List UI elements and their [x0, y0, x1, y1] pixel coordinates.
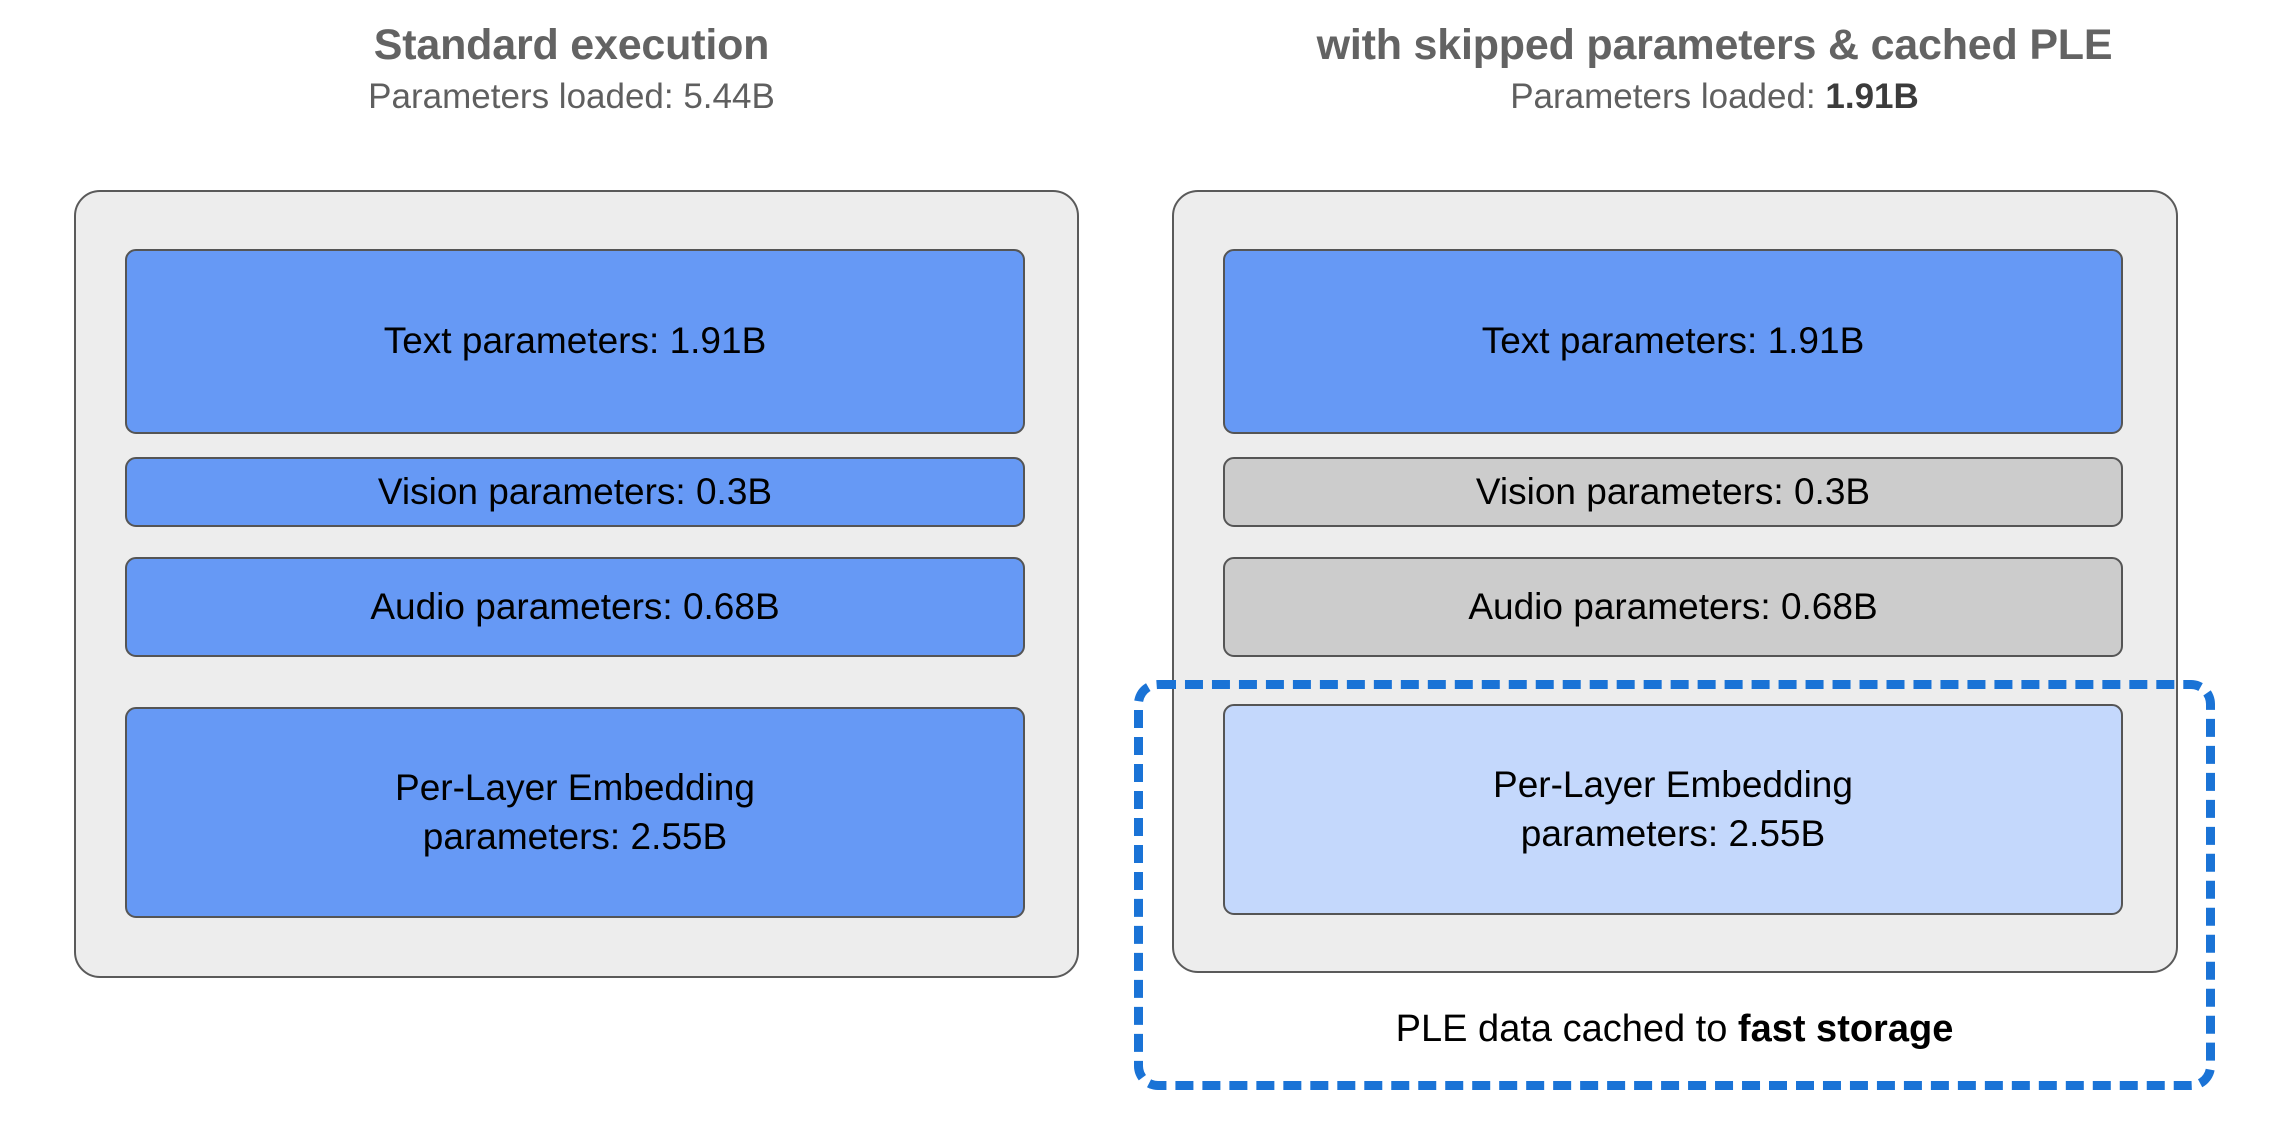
skipped-cached-panel: with skipped parameters & cached PLE Par…	[1134, 0, 2286, 1134]
right-per-layer-embedding-label: Per-Layer Embedding parameters: 2.55B	[1493, 763, 1853, 854]
left-memory-container: Text parameters: 1.91B Vision parameters…	[74, 190, 1079, 978]
right-parameters-loaded-label: Parameters loaded:	[1510, 77, 1826, 116]
left-text-parameters-box[interactable]: Text parameters: 1.91B	[125, 249, 1025, 434]
left-vision-parameters-label: Vision parameters: 0.3B	[377, 470, 773, 512]
left-panel-subtitle: Parameters loaded: 5.44B	[0, 77, 1143, 117]
right-panel-subtitle: Parameters loaded: 1.91B	[1143, 77, 2286, 117]
left-vision-parameters-box[interactable]: Vision parameters: 0.3B	[125, 457, 1025, 527]
standard-execution-panel: Standard execution Parameters loaded: 5.…	[0, 21, 1143, 978]
left-panel-title: Standard execution	[373, 21, 770, 69]
right-memory-container: Text parameters: 1.91B Vision parameters…	[1172, 190, 2178, 973]
cache-caption: PLE data cached to fast storage	[1134, 1008, 2215, 1051]
left-per-layer-embedding-box[interactable]: Per-Layer Embedding parameters: 2.55B	[125, 707, 1025, 918]
left-parameters-loaded-value: 5.44B	[683, 77, 775, 116]
left-audio-parameters-box[interactable]: Audio parameters: 0.68B	[125, 557, 1025, 657]
right-parameters-loaded-value: 1.91B	[1825, 77, 1919, 116]
right-audio-parameters-box[interactable]: Audio parameters: 0.68B	[1223, 557, 2123, 657]
cache-caption-prefix: PLE data cached to	[1395, 1008, 1738, 1050]
right-panel-title: with skipped parameters & cached PLE	[1316, 21, 2113, 69]
right-vision-parameters-box[interactable]: Vision parameters: 0.3B	[1223, 457, 2123, 527]
cache-caption-strong: fast storage	[1737, 1008, 1954, 1050]
left-parameters-loaded-label: Parameters loaded:	[368, 77, 684, 116]
right-per-layer-embedding-box[interactable]: Per-Layer Embedding parameters: 2.55B	[1223, 704, 2123, 915]
left-per-layer-embedding-label: Per-Layer Embedding parameters: 2.55B	[395, 766, 755, 857]
right-text-parameters-box[interactable]: Text parameters: 1.91B	[1223, 249, 2123, 434]
left-text-parameters-label: Text parameters: 1.91B	[383, 320, 767, 362]
right-audio-parameters-label: Audio parameters: 0.68B	[1468, 585, 1878, 627]
right-vision-parameters-label: Vision parameters: 0.3B	[1475, 470, 1871, 512]
left-audio-parameters-label: Audio parameters: 0.68B	[370, 585, 780, 627]
right-text-parameters-label: Text parameters: 1.91B	[1481, 320, 1865, 362]
